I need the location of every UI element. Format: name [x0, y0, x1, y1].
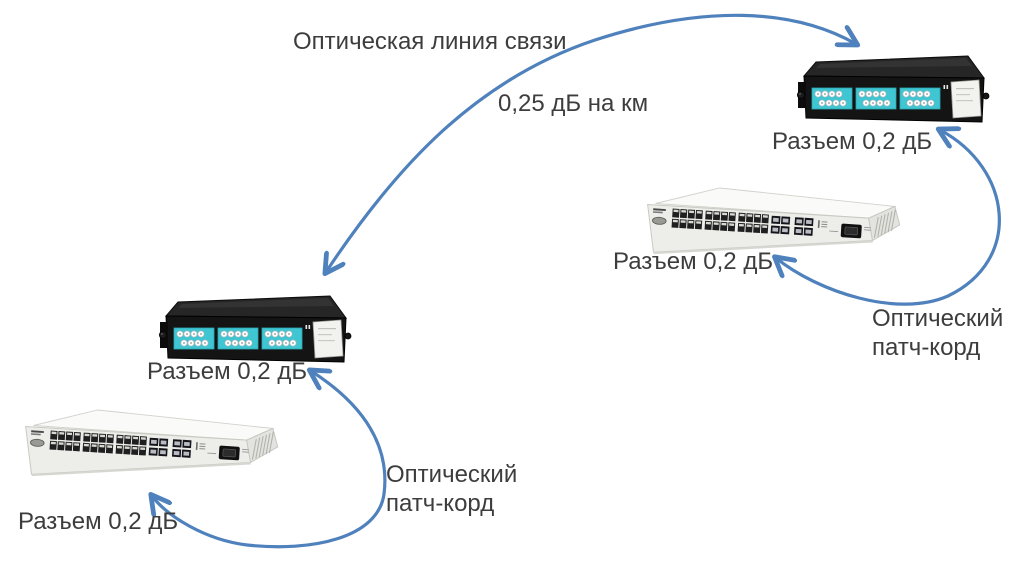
optical-line-label: Оптическая линия связи [293, 28, 567, 55]
patch-cord-label-left-line2: патч-корд [386, 490, 495, 517]
patch-cord-arrow-right [776, 130, 1001, 306]
ethernet-switch-bottom-left [12, 400, 304, 490]
patch-cord-label-left-line1: Оптический [386, 461, 518, 488]
connector-label-panel-left: Разъем 0,2 дБ [147, 358, 308, 385]
fiber-patch-panel-top-right [796, 55, 990, 123]
patch-cord-label-right-line2: патч-корд [872, 334, 981, 361]
patch-cord-label-right: Оптический патч-корд [872, 304, 1003, 362]
connector-label-panel-top-right: Разъем 0,2 дБ [772, 128, 933, 155]
patch-cord-label-left: Оптический патч-корд [386, 460, 517, 518]
connector-label-switch-right: Разъем 0,2 дБ [613, 248, 774, 275]
optical-line-arrow [326, 13, 856, 272]
patch-cord-arrow-left [152, 371, 387, 549]
patch-cord-label-right-line1: Оптический [872, 305, 1004, 332]
connector-label-switch-bottom: Разъем 0,2 дБ [18, 508, 179, 535]
attenuation-label: 0,25 дБ на км [498, 90, 649, 117]
